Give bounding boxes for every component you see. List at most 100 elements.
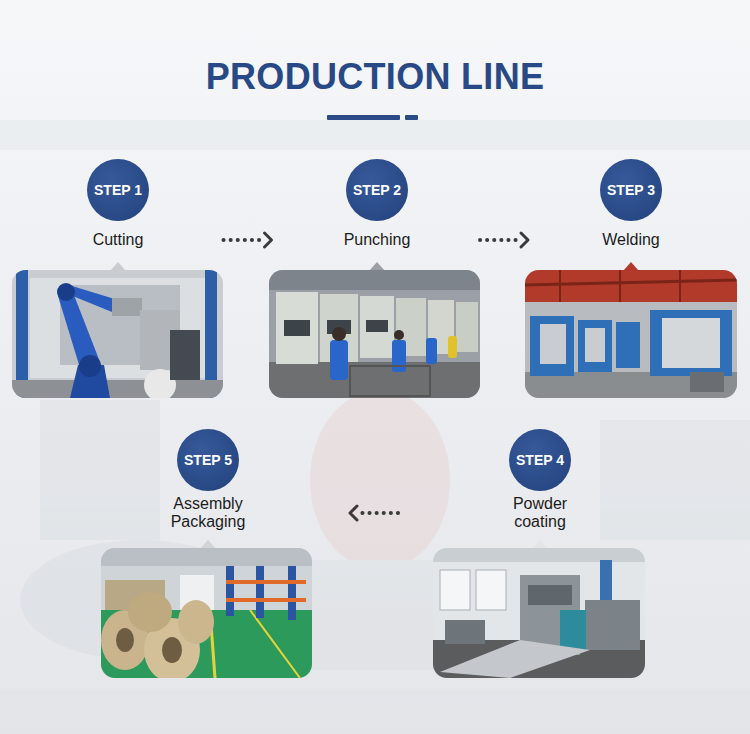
step-circle: STEP 2 (346, 159, 408, 221)
illustration-part (360, 296, 394, 358)
illustration-part (476, 570, 506, 610)
title-underline-dot (405, 115, 418, 120)
step-circle: STEP 1 (87, 159, 149, 221)
illustration-part (528, 585, 572, 605)
illustration-part (433, 548, 645, 562)
step-label: Punching (327, 231, 427, 249)
illustration-part (276, 292, 318, 364)
illustration-part (690, 372, 724, 392)
step-node: STEP 4 Powder coating (492, 429, 588, 531)
diagram-title: PRODUCTION LINE (0, 56, 750, 98)
photo-notch (532, 540, 548, 549)
illustration-part (350, 366, 430, 396)
illustration-part (101, 548, 312, 566)
step-node: STEP 1 Cutting (68, 159, 168, 249)
illustration-part (530, 316, 574, 376)
illustration-part (16, 270, 28, 398)
step-node: STEP 5Assembly Packaging (160, 429, 256, 531)
illustration-part (679, 270, 681, 302)
step-circle: STEP 3 (600, 159, 662, 221)
step-circle: STEP 5 (177, 429, 239, 491)
faded-factory (0, 120, 750, 734)
illustration-part (12, 380, 223, 398)
illustration-part (0, 690, 750, 734)
illustration-part (269, 270, 480, 290)
punching-photo (269, 270, 480, 398)
illustration-part (269, 270, 480, 398)
illustration-part (600, 420, 750, 540)
step-node: STEP 2 Punching (327, 159, 427, 249)
illustration-part (559, 270, 561, 302)
illustration-part (12, 270, 223, 398)
illustration-part (560, 610, 586, 650)
illustration-part (0, 120, 750, 150)
photo-notch (110, 262, 126, 271)
illustration-part (170, 330, 200, 380)
illustration-part (310, 390, 450, 570)
step-label: Cutting (68, 231, 168, 249)
step-number: STEP 1 (94, 182, 142, 198)
illustration-part (650, 310, 732, 376)
illustration-part (448, 336, 457, 358)
illustration-part (162, 637, 182, 663)
illustration-part (456, 302, 478, 352)
arrow-head (265, 233, 272, 247)
illustration-part (525, 270, 737, 398)
illustration-part (332, 327, 346, 341)
illustration-part (128, 592, 172, 632)
dotted-line (480, 238, 518, 242)
illustration-part (394, 330, 404, 340)
illustration-part (426, 338, 437, 364)
photo-notch (369, 262, 385, 271)
illustration-part (79, 355, 101, 377)
illustration-part (600, 560, 612, 600)
illustration-part (440, 640, 590, 678)
step-number: STEP 5 (184, 452, 232, 468)
illustration-part (445, 620, 485, 644)
welding-photo (525, 270, 737, 398)
illustration-part (226, 580, 306, 584)
step-number: STEP 3 (607, 182, 655, 198)
illustration-part (392, 340, 406, 372)
warehouse-photo (101, 548, 312, 678)
step-label: Welding (581, 231, 681, 249)
dotted-line (224, 238, 262, 242)
coating-photo (433, 548, 645, 678)
illustration-part (330, 340, 348, 380)
illustration-part (525, 280, 737, 285)
cutting-photo (12, 270, 223, 398)
dotted-line (360, 511, 398, 515)
step-number: STEP 4 (516, 452, 564, 468)
title-underline (327, 115, 400, 120)
arrow-head (350, 506, 357, 520)
illustration-part (226, 598, 306, 602)
illustration-part (619, 270, 621, 302)
illustration-part (226, 566, 234, 616)
illustration-part (440, 570, 470, 610)
flow-arrow (350, 506, 398, 520)
arrow-head (521, 233, 528, 247)
illustration-part (585, 600, 640, 650)
illustration-part (540, 324, 566, 364)
illustration-part (578, 320, 612, 372)
illustration-part (116, 628, 134, 652)
step-circle: STEP 4 (509, 429, 571, 491)
illustration-part (250, 610, 300, 678)
illustration-part (585, 328, 605, 362)
illustration-part (366, 320, 388, 332)
illustration-part (284, 320, 310, 336)
illustration-part (205, 270, 217, 398)
illustration-part (616, 322, 640, 368)
illustration-part (178, 600, 214, 644)
step-label: Powder coating (492, 495, 588, 531)
illustration-part (112, 298, 142, 316)
step-node: STEP 3 Welding (581, 159, 681, 249)
photo-notch (623, 262, 639, 271)
illustration-part (269, 362, 480, 398)
illustration-part (288, 566, 296, 620)
illustration-part (40, 400, 160, 540)
